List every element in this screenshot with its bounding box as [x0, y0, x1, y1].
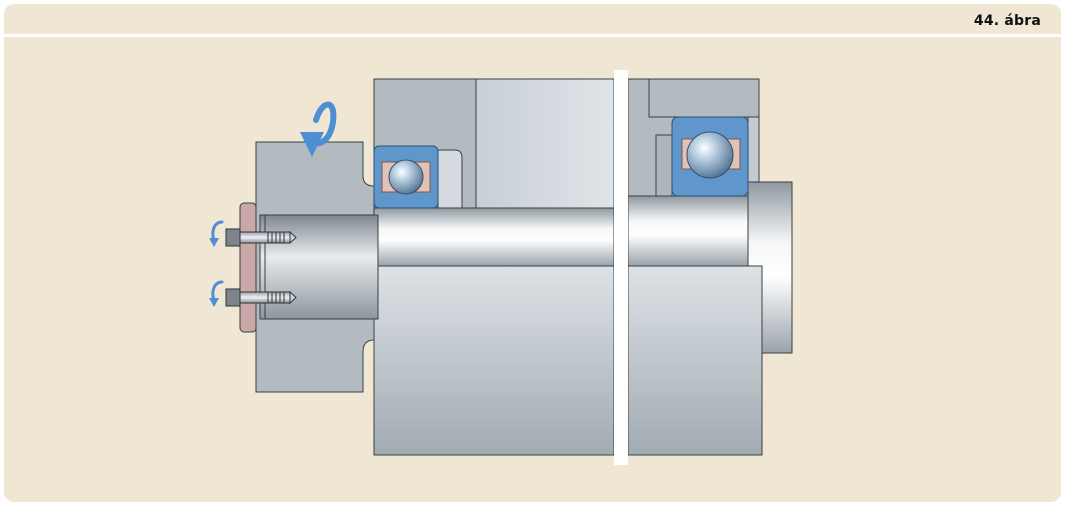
right-housing-lower: [627, 265, 763, 456]
bolt-lower: [225, 288, 297, 307]
header-rule: [4, 34, 1061, 37]
rotate-arrow-icon: [300, 101, 337, 157]
end-plate: [239, 202, 257, 333]
figure-panel: 44. ábra: [4, 4, 1061, 502]
left-housing-lower: [373, 265, 615, 456]
right-bearing: [671, 116, 749, 197]
left-bearing: [373, 145, 439, 209]
bolt-upper: [225, 228, 297, 247]
section-break: [614, 70, 628, 465]
left-housing-upper: [373, 78, 615, 209]
right-shaft: [627, 195, 749, 267]
clamping-nut: [255, 141, 379, 393]
bearing-assembly-diagram: [209, 70, 793, 465]
left-shaft: [373, 207, 615, 267]
bolt-rotate-arrow-icon: [209, 220, 224, 307]
figure-caption: 44. ábra: [973, 13, 1041, 29]
